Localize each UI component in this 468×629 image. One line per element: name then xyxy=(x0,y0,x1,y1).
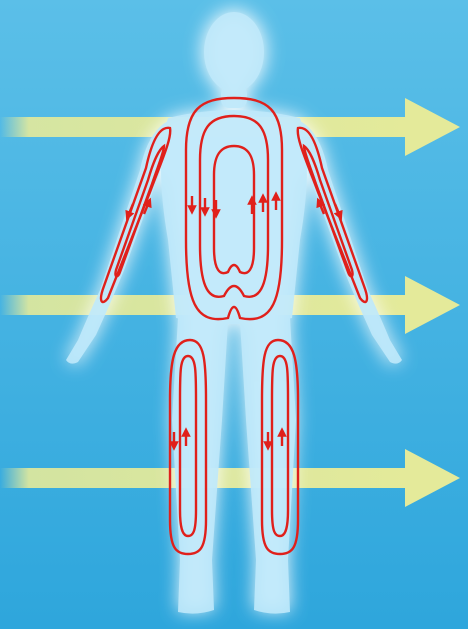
torso xyxy=(161,110,307,324)
head xyxy=(204,12,264,92)
